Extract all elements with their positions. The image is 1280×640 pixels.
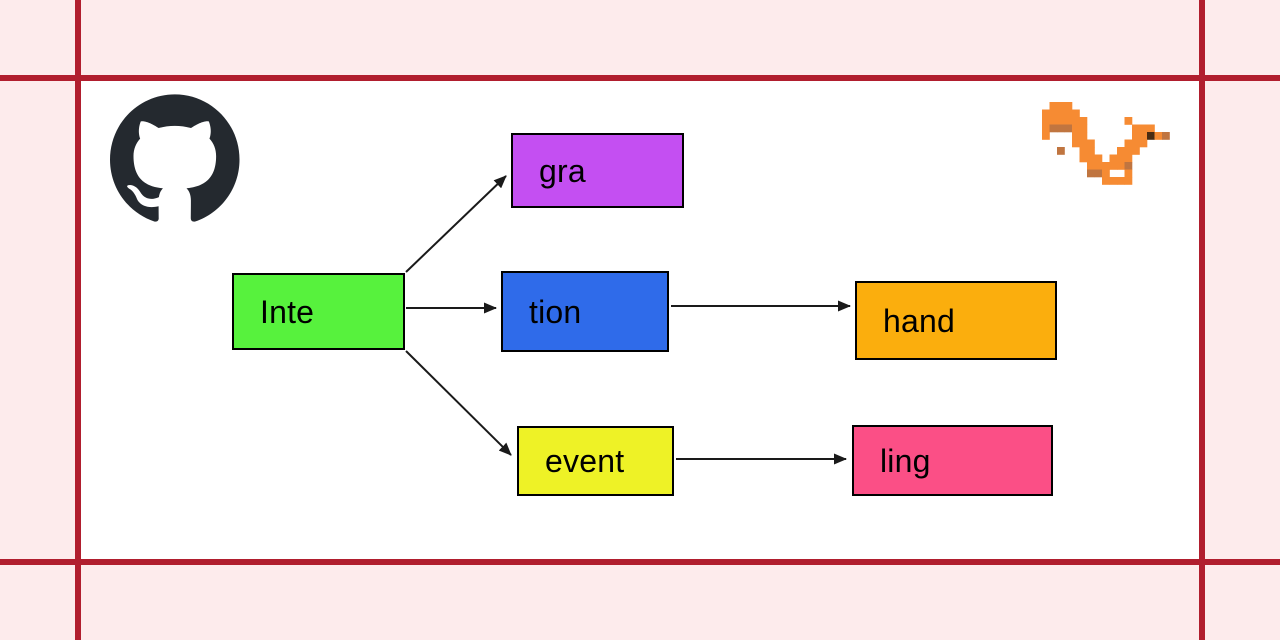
node-tion: tion bbox=[501, 271, 669, 352]
frame-line-bottom bbox=[0, 559, 1280, 565]
node-hand: hand bbox=[855, 281, 1057, 360]
node-inte: Inte bbox=[232, 273, 405, 350]
node-gra: gra bbox=[511, 133, 684, 208]
node-ling: ling bbox=[852, 425, 1053, 496]
github-logo-icon bbox=[110, 94, 240, 222]
squirrel-icon bbox=[1042, 102, 1170, 185]
frame-line-left bbox=[75, 0, 81, 640]
node-event: event bbox=[517, 426, 674, 496]
frame-line-top bbox=[0, 75, 1280, 81]
frame-line-right bbox=[1199, 0, 1205, 640]
